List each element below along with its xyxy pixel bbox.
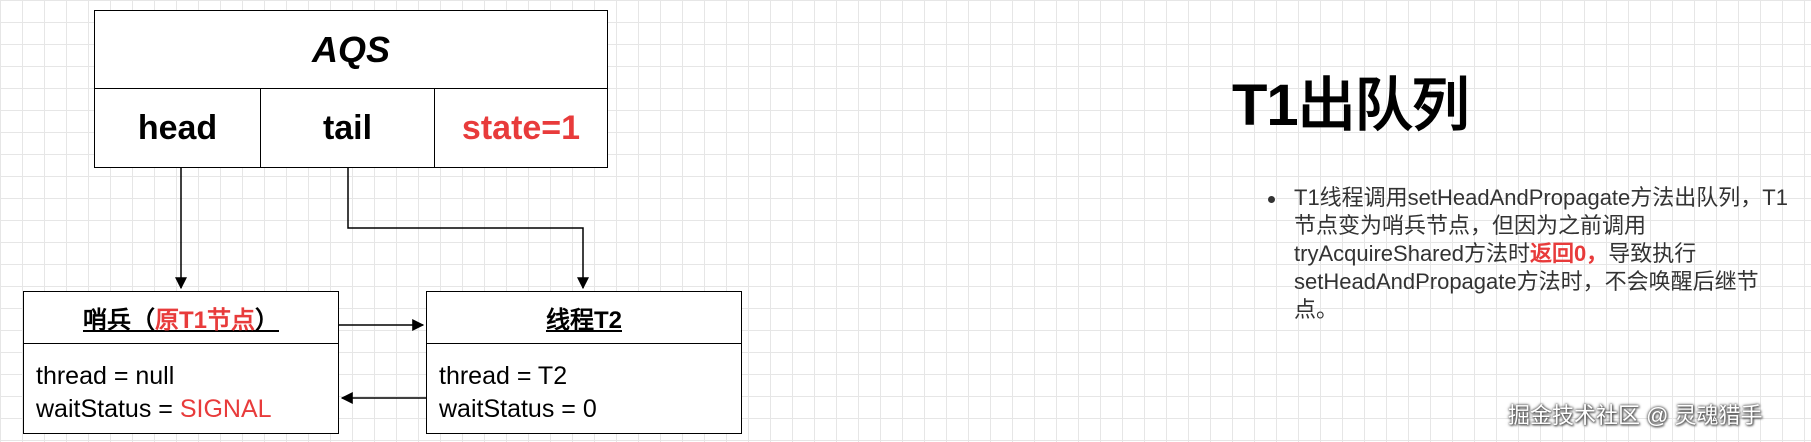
bullet-icon (1268, 196, 1275, 203)
aqs-tail-field: tail (261, 89, 435, 167)
watermark: 掘金技术社区 @ 灵魂猎手 (1508, 403, 1763, 428)
aqs-title: AQS (95, 11, 607, 89)
sentinel-node-body: thread = null waitStatus = SIGNAL (36, 360, 272, 426)
tail-to-t2-arrow (347, 168, 589, 290)
sentinel-wait-label: waitStatus = (36, 395, 180, 423)
t2-node: 线程T2 thread = T2 waitStatus = 0 (426, 291, 742, 434)
bullet-text-after: 导致执行setHeadAndPropagate方法时，不会唤醒后继节点。 (1294, 241, 1759, 322)
t2-node-body: thread = T2 waitStatus = 0 (439, 360, 597, 426)
aqs-state-field: state=1 (461, 108, 581, 147)
sentinel-title-highlight: 原T1节点 (154, 307, 255, 334)
sentinel-wait-value: SIGNAL (179, 395, 272, 423)
bullet-highlight: 返回0， (1529, 241, 1609, 266)
bullet-text-before: T1线程调用setHeadAndPropagate方法出队列，T1节点变为哨兵节… (1294, 185, 1788, 266)
t2-node-title: 线程T2 (427, 292, 741, 344)
sentinel-thread: thread = null (36, 362, 175, 390)
t2-waitstatus: waitStatus = 0 (439, 395, 597, 423)
slide-heading: T1出队列 (1232, 73, 1470, 138)
aqs-box: AQS head tail state=1 (94, 10, 608, 168)
aqs-head-field: head (95, 89, 261, 167)
sentinel-waitstatus: waitStatus = SIGNAL (36, 393, 272, 426)
sentinel-node: 哨兵（原T1节点） thread = null waitStatus = SIG… (23, 291, 339, 434)
sentinel-node-title: 哨兵（原T1节点） (24, 292, 338, 344)
sentinel-title-prefix: 哨兵（ (82, 307, 155, 334)
t2-thread: thread = T2 (439, 362, 568, 390)
bullet-text: T1线程调用setHeadAndPropagate方法出队列，T1节点变为哨兵节… (1294, 184, 1794, 324)
sentinel-title-suffix: ） (255, 307, 279, 334)
